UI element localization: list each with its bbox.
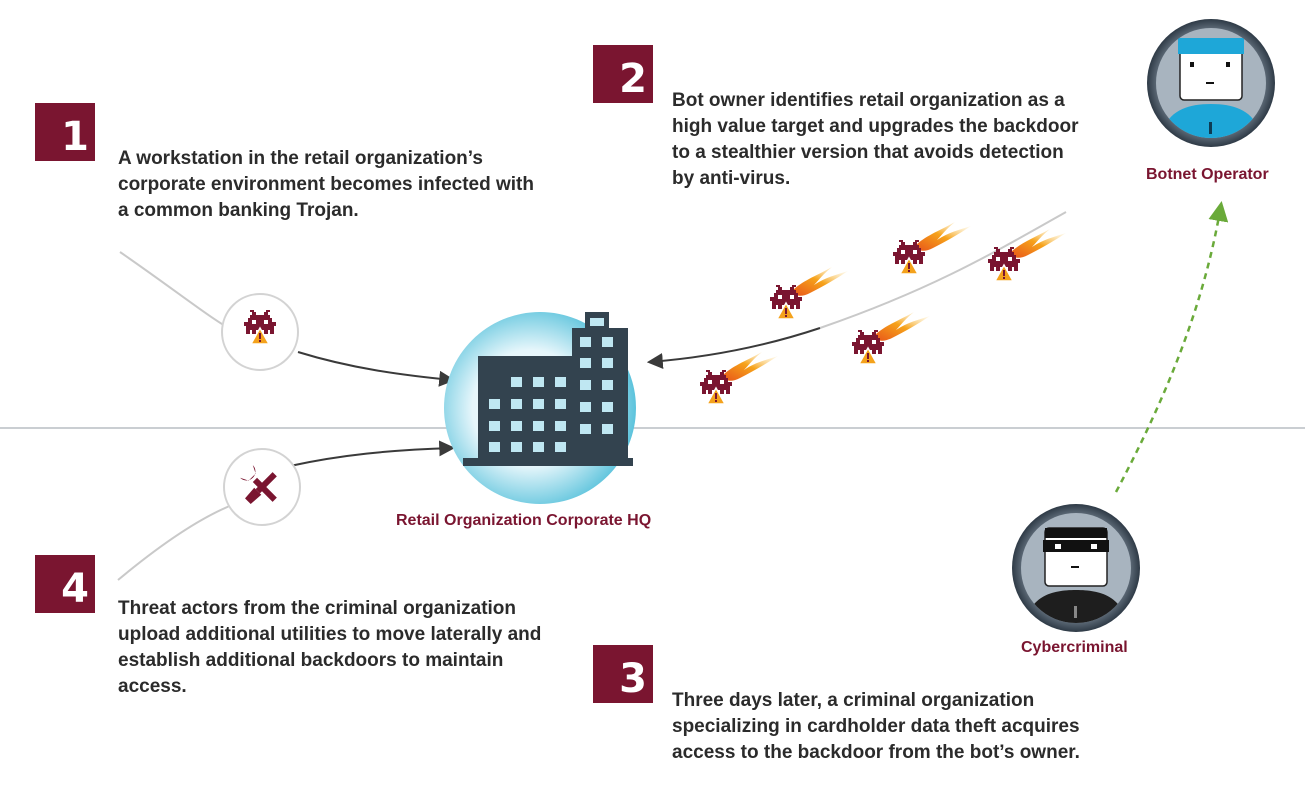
masked-person-avatar-icon: [1012, 504, 1140, 632]
malware-swarm: [699, 222, 1066, 405]
building-icon: [444, 312, 636, 504]
tools-badge: [223, 448, 301, 526]
step-3-text: Three days later, a criminal organizatio…: [672, 690, 1080, 763]
connector-dashed-arrow: [1114, 201, 1229, 493]
infection-badge: [221, 293, 299, 371]
step-4-text: Threat actors from the criminal organiza…: [118, 598, 542, 697]
step-2-text: Bot owner identifies retail organization…: [672, 90, 1079, 189]
connector-arc-1a: [119, 251, 233, 331]
connector-arrow-2: [646, 327, 821, 369]
cybercriminal-label: Cybercriminal: [1021, 639, 1128, 656]
connector-arrow-1: [297, 351, 456, 387]
step-1-text: A workstation in the retail organization…: [118, 148, 534, 221]
flying-invader-2: [769, 267, 848, 320]
flying-invader-3: [851, 312, 930, 365]
step-number-4: 4: [35, 555, 95, 613]
flying-invader-1: [699, 352, 778, 405]
step-number-3: 3: [593, 645, 653, 703]
step-number-2: 2: [593, 45, 653, 103]
botnet-operator-label: Botnet Operator: [1146, 166, 1269, 183]
person-avatar-icon: [1147, 19, 1275, 147]
connector-arc-4a: [117, 504, 233, 581]
flying-invader-5: [987, 229, 1066, 282]
connector-arc-2a: [819, 211, 1067, 329]
flying-invader-4: [892, 222, 971, 275]
hq-label: Retail Organization Corporate HQ: [396, 512, 652, 529]
connector-arrow-4: [289, 440, 456, 467]
step-number-1: 1: [35, 103, 95, 161]
